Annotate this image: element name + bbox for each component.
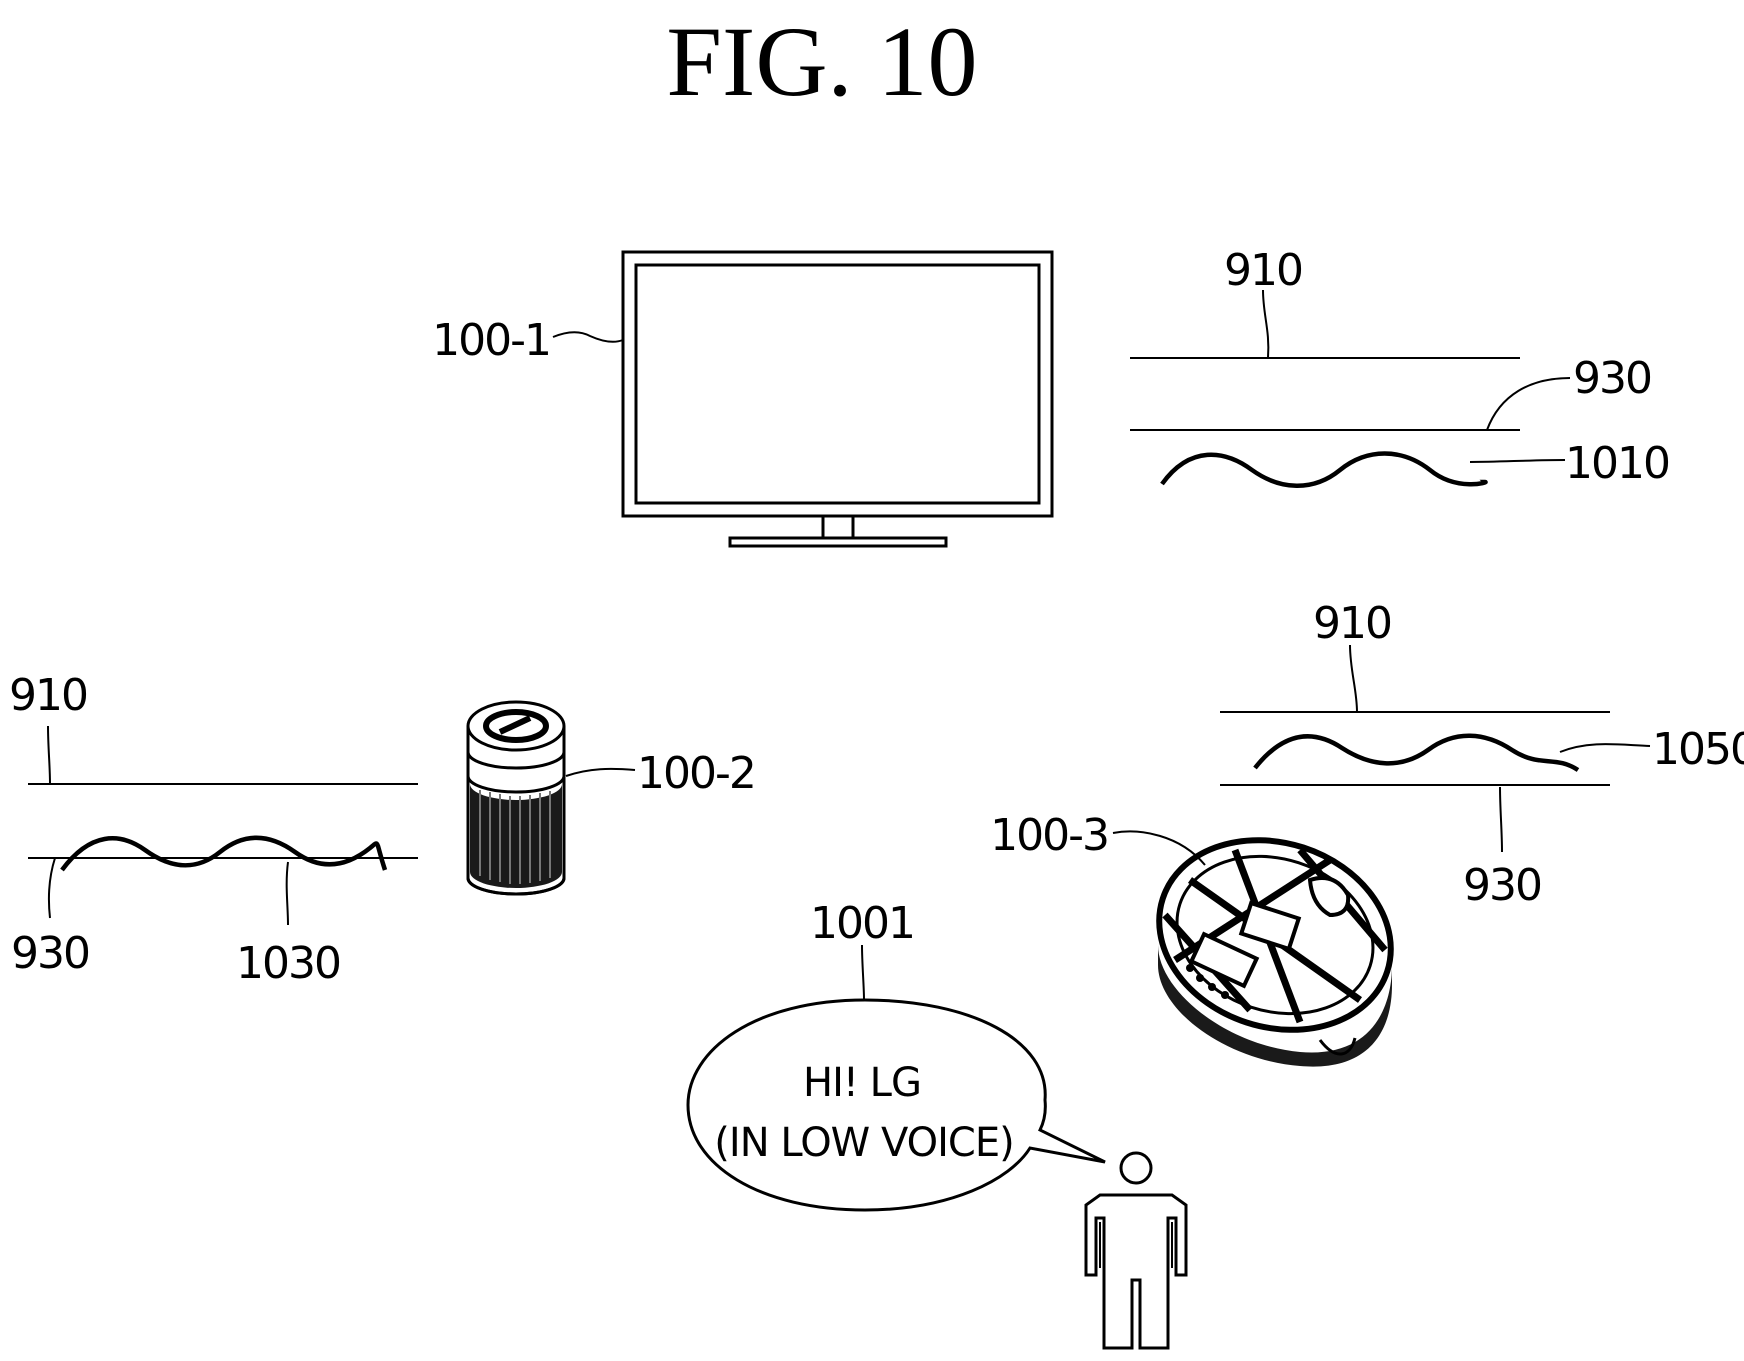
speech-line-1: HI! LG: [803, 1060, 921, 1106]
label-910-robot: 910: [1313, 598, 1391, 649]
air-purifier-icon: [468, 702, 564, 894]
wave-1050: [1255, 736, 1578, 770]
label-930-robot: 930: [1463, 860, 1541, 911]
television-icon: [623, 252, 1052, 546]
leader-1050: [1560, 744, 1650, 752]
leader-100-2: [566, 769, 635, 776]
wave-1010: [1162, 454, 1486, 486]
leader-1001: [862, 945, 864, 1000]
leader-930-purifier: [49, 858, 55, 918]
wave-1030: [62, 838, 385, 870]
leader-100-1: [553, 332, 623, 342]
label-1050: 1050: [1652, 724, 1744, 775]
robot-cleaner-icon: [1134, 811, 1415, 1067]
leader-1030: [287, 862, 288, 925]
leader-910-purifier: [48, 726, 50, 784]
leader-910-tv: [1263, 290, 1268, 358]
label-910-tv: 910: [1224, 245, 1302, 296]
label-1001: 1001: [810, 898, 914, 949]
leader-910-robot: [1350, 645, 1357, 712]
leader-930-robot: [1500, 787, 1502, 852]
signal-panel-purifier: 910 930 1030: [9, 670, 418, 989]
speech-bubble: HI! LG (IN LOW VOICE): [688, 1000, 1105, 1210]
signal-panel-tv: 910 930 1010: [1130, 245, 1669, 489]
label-930-tv: 930: [1573, 353, 1651, 404]
leader-1010: [1470, 460, 1565, 462]
label-910-purifier: 910: [9, 670, 87, 721]
figure-title: FIG. 10: [666, 6, 977, 117]
label-100-3: 100-3: [990, 810, 1108, 861]
label-930-purifier: 930: [11, 928, 89, 979]
label-1010: 1010: [1565, 438, 1669, 489]
label-100-1: 100-1: [432, 315, 550, 366]
label-1030: 1030: [236, 938, 340, 989]
person-icon: [1086, 1153, 1186, 1348]
speech-line-2: (IN LOW VOICE): [714, 1120, 1013, 1166]
label-100-2: 100-2: [637, 748, 755, 799]
leader-930-tv: [1487, 378, 1570, 430]
